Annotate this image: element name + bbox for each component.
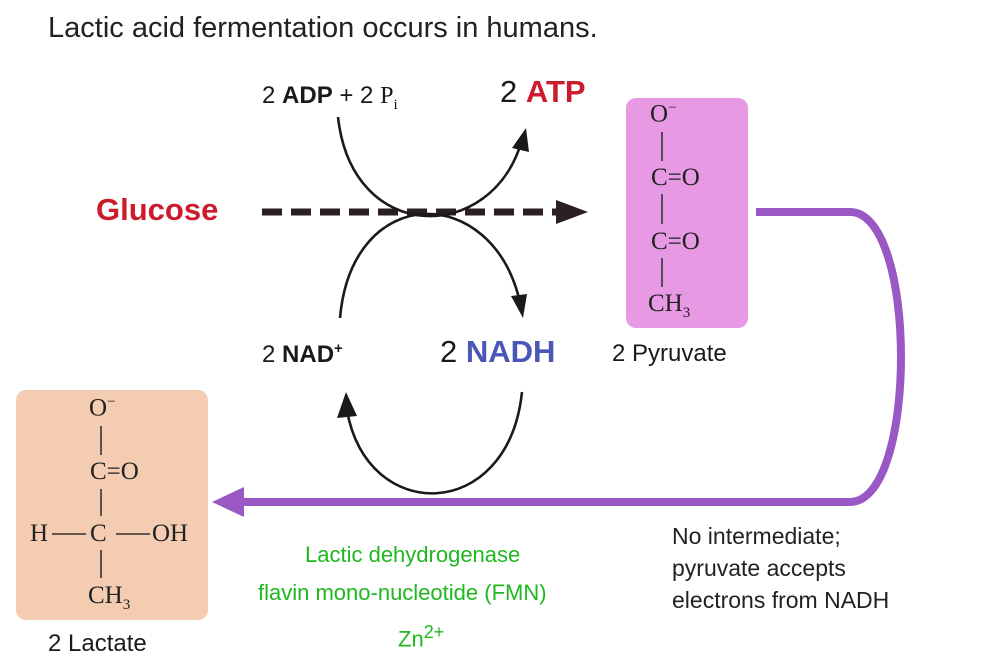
note-line-2: pyruvate accepts bbox=[672, 555, 846, 581]
nad-arrowhead bbox=[337, 392, 357, 418]
pyruvate-carbonyl-1: C=O bbox=[651, 164, 700, 191]
lactate-methyl: CH3 bbox=[88, 582, 131, 613]
lactate-structure-box bbox=[16, 390, 208, 620]
pyruvate-methyl: CH3 bbox=[648, 290, 691, 321]
enzyme-name: Lactic dehydrogenase bbox=[305, 542, 521, 567]
pyruvate-structure-box bbox=[626, 98, 748, 328]
pyruvate-to-lactate-arrow bbox=[240, 208, 905, 506]
enzyme-cofactor-zinc: Zn2+ bbox=[398, 622, 445, 652]
nadh-arc-arrow bbox=[338, 212, 522, 319]
lactate-carbonyl: C=O bbox=[90, 458, 139, 485]
lactate-bonds bbox=[52, 426, 150, 578]
lactate-label: 2 Lactate bbox=[48, 630, 147, 657]
lactate-hydrogen: H bbox=[30, 520, 49, 547]
mechanism-note: No intermediate; pyruvate accepts electr… bbox=[672, 520, 889, 616]
atp-arc-arrow bbox=[336, 116, 524, 218]
lactate-o-minus: O− bbox=[89, 394, 116, 422]
lactate-arrowhead bbox=[212, 487, 244, 517]
pyruvate-carbonyl-2: C=O bbox=[651, 228, 700, 255]
glucose-label: Glucose bbox=[96, 192, 219, 227]
pyruvate-o-minus: O− bbox=[650, 100, 677, 128]
lactate-alpha-carbon: C bbox=[90, 520, 107, 547]
nadh-arrowhead bbox=[511, 294, 527, 318]
nad-regeneration-arc bbox=[345, 391, 524, 495]
nad-label: 2 NAD+ bbox=[262, 340, 343, 368]
note-line-3: electrons from NADH bbox=[672, 587, 890, 613]
glucose-to-pyruvate-arrow bbox=[262, 200, 588, 224]
pyruvate-label: 2 Pyruvate bbox=[612, 340, 727, 367]
atp-arrowhead bbox=[512, 128, 529, 152]
page-title: Lactic acid fermentation occurs in human… bbox=[48, 12, 598, 44]
enzyme-cofactor-fmn: flavin mono-nucleotide (FMN) bbox=[258, 580, 547, 605]
atp-label: 2 ATP bbox=[500, 74, 586, 109]
nadh-label: 2 NADH bbox=[440, 334, 556, 369]
note-line-1: No intermediate; bbox=[672, 523, 841, 549]
adp-pi-label: 2 ADP + 2 Pi bbox=[262, 82, 398, 113]
lactate-hydroxyl: OH bbox=[152, 520, 189, 547]
